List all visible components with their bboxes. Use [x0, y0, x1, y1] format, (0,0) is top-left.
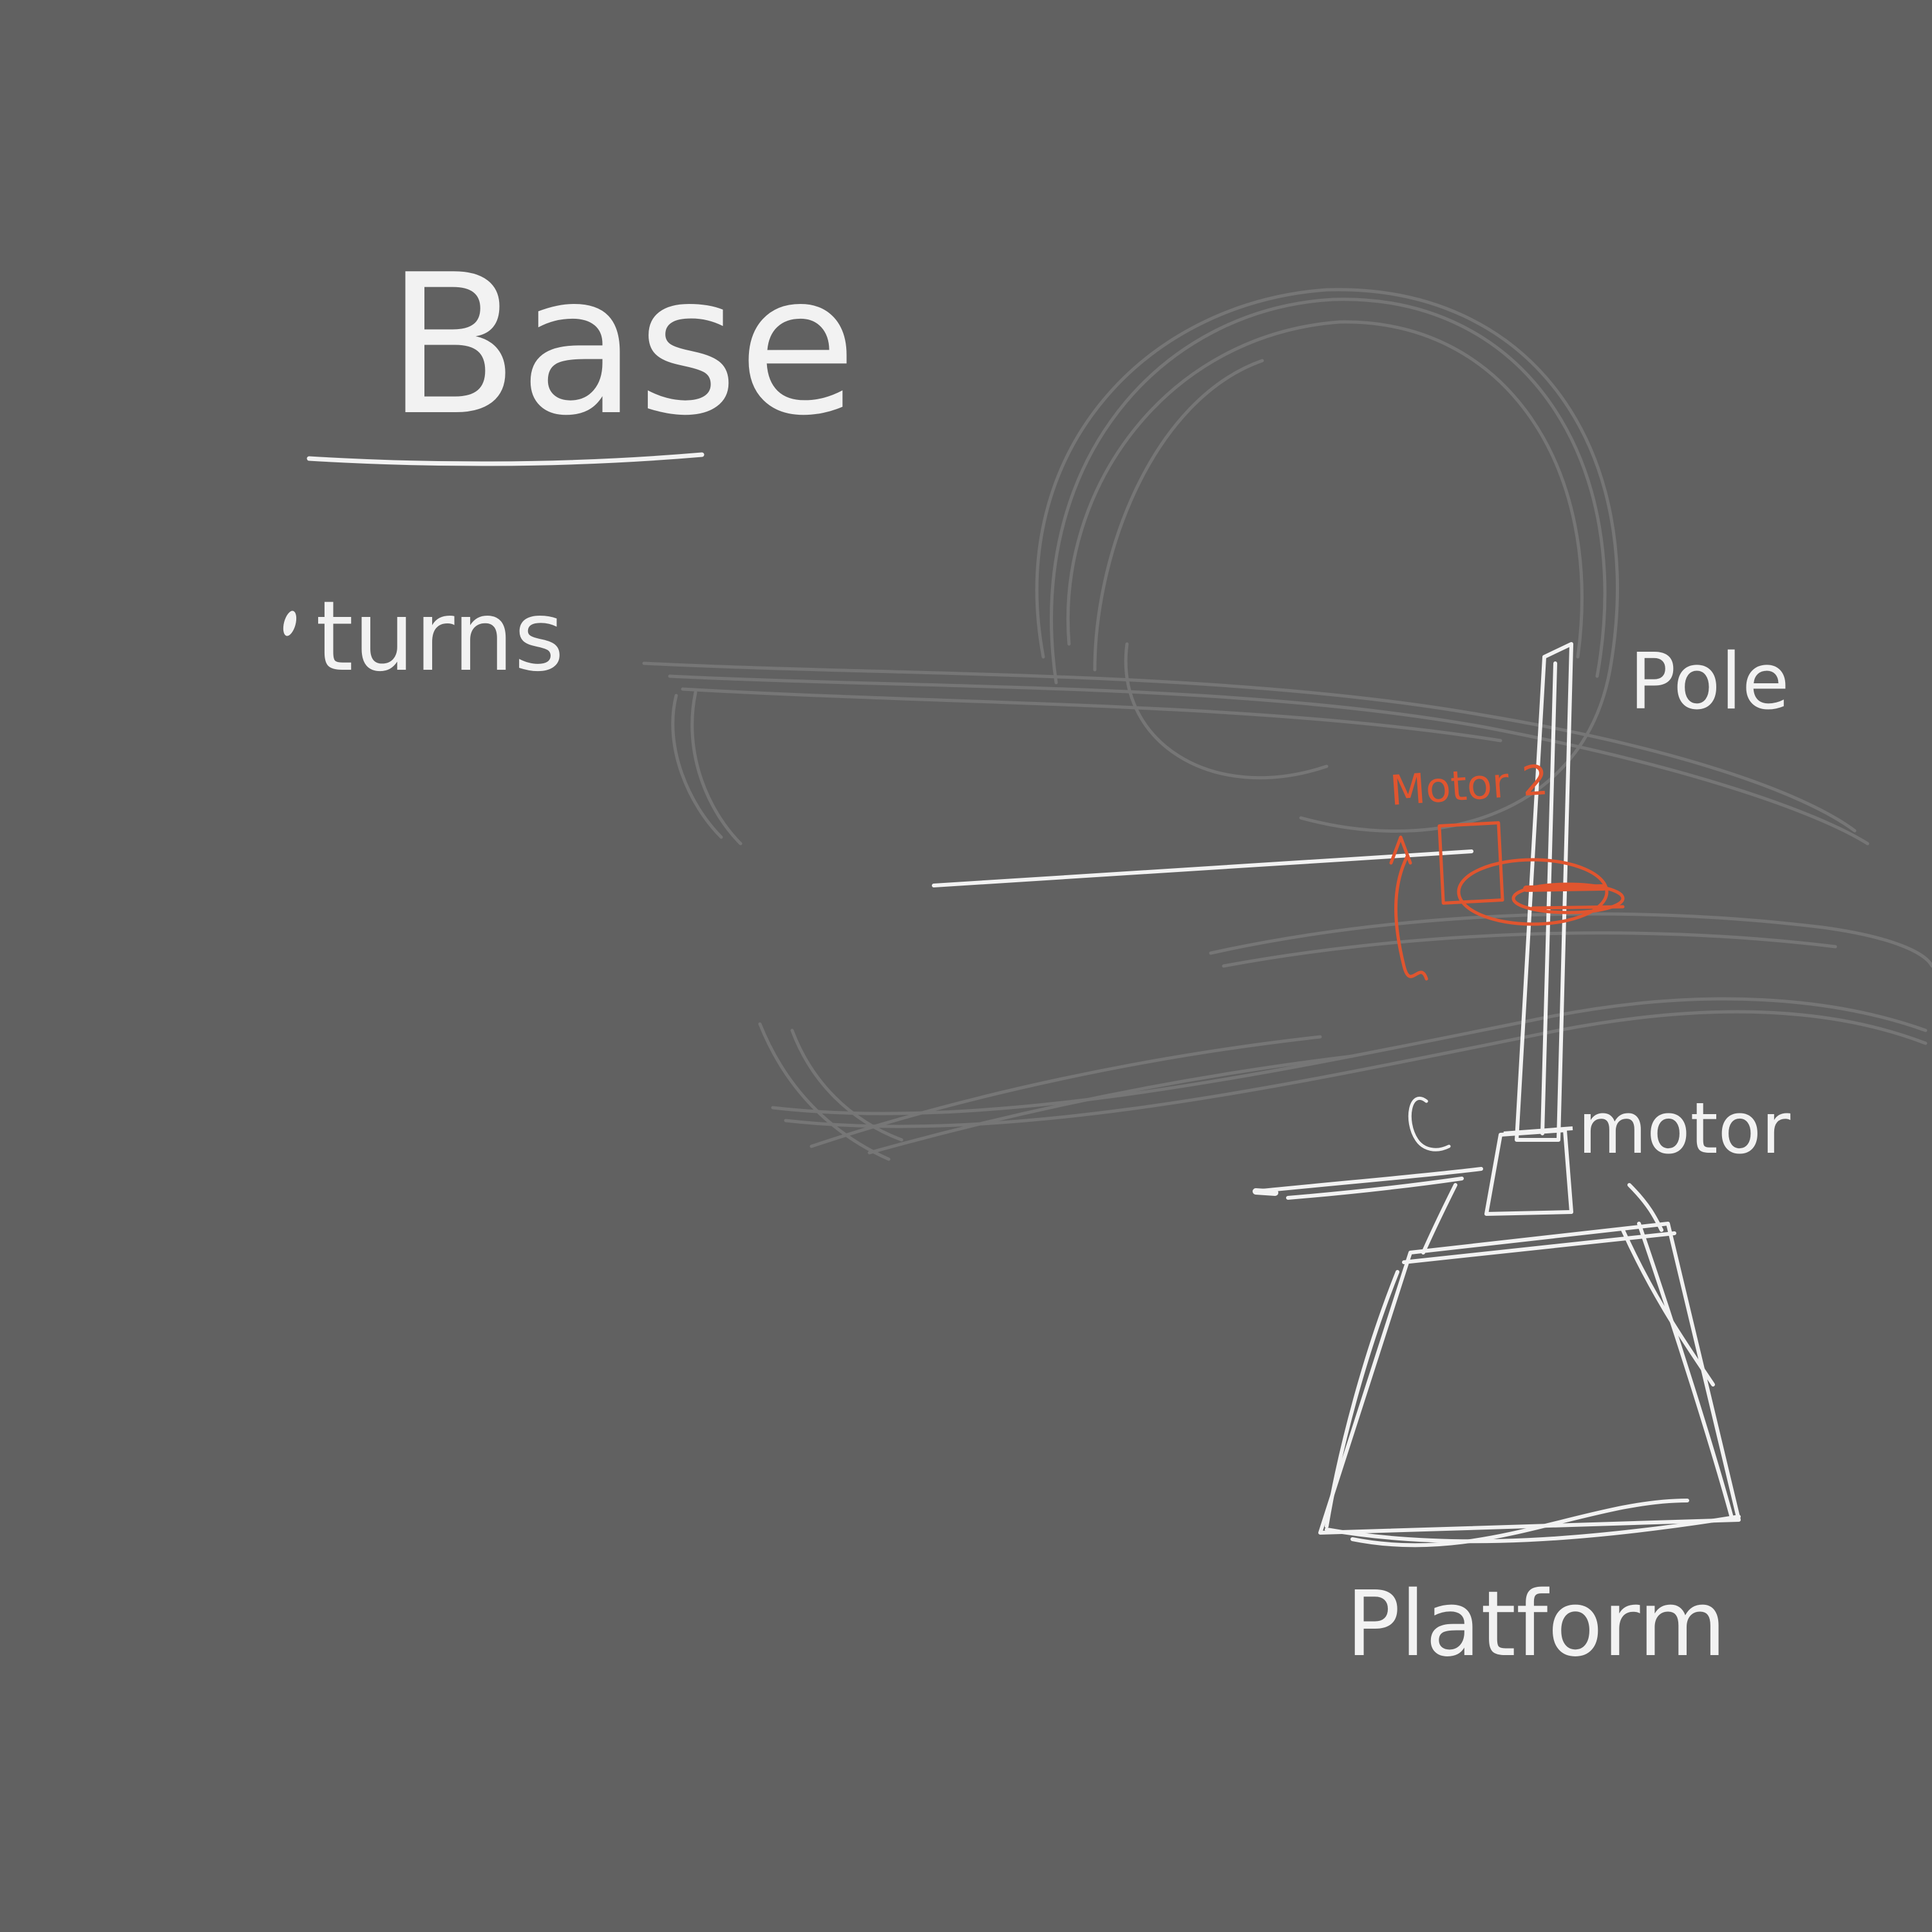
label-motor: motor: [1578, 1087, 1791, 1170]
bullet-text-turns: turns: [316, 581, 564, 693]
label-platform: Platform: [1346, 1572, 1726, 1677]
label-pole: Pole: [1629, 638, 1790, 727]
title-text: Base: [386, 233, 857, 458]
